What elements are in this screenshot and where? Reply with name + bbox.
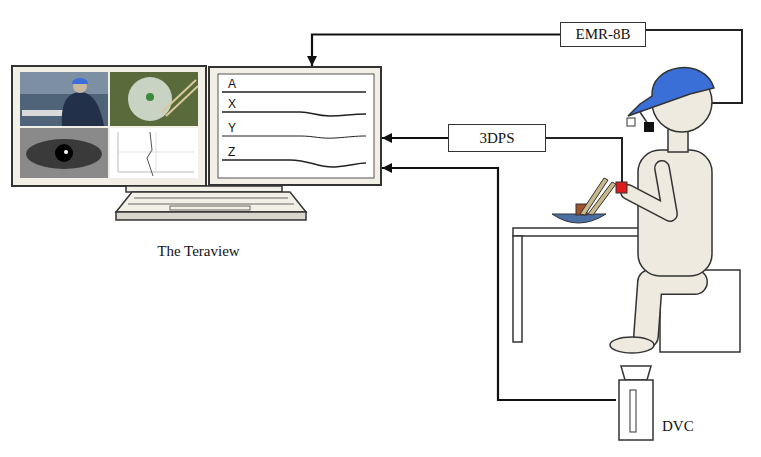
scene-chopstick <box>162 80 196 112</box>
keyboard-keys <box>128 204 294 205</box>
eye-panel <box>20 128 108 178</box>
person-cap <box>628 68 714 116</box>
signal-arrow <box>382 168 616 400</box>
keyboard-keys <box>134 198 288 199</box>
keyboard-edge <box>116 212 306 220</box>
camera-body <box>619 380 653 440</box>
chopstick <box>588 182 616 215</box>
video-wall <box>20 72 108 94</box>
signal-label: Y <box>228 121 236 135</box>
signal-label: Z <box>228 145 235 159</box>
eye-glint <box>64 150 68 154</box>
person-leg-outline <box>646 282 695 336</box>
person-arm-outline <box>628 168 670 214</box>
signal-arrow <box>382 137 448 139</box>
video-cap <box>72 78 88 84</box>
signal-trace <box>222 136 366 138</box>
signal-trace <box>222 91 366 93</box>
person-arm <box>628 168 670 214</box>
scene-plate <box>128 77 172 121</box>
scene-chopstick <box>166 86 198 116</box>
signal-label: X <box>228 97 236 111</box>
video-camera: DVC <box>616 364 656 442</box>
computer-terminal: The Teraview AXYZ <box>12 66 385 262</box>
signal-trace <box>222 160 366 167</box>
device-label: 3DPS <box>449 125 545 151</box>
device-label: EMR-8B <box>561 23 645 46</box>
tracker-camera <box>644 122 654 132</box>
keyboard-spacebar <box>170 206 250 210</box>
person-leg <box>646 282 695 336</box>
camera-label: DVC <box>662 417 694 435</box>
signal-trace <box>222 112 366 116</box>
signal-wire <box>546 138 622 183</box>
device-box: 3DPS <box>448 124 546 152</box>
position-sensor <box>616 182 627 193</box>
table-leg <box>513 236 522 342</box>
video-head <box>73 79 87 93</box>
monitor-stand <box>126 186 282 192</box>
video-panel <box>20 72 108 126</box>
camera-lens <box>621 366 651 380</box>
eye-shape <box>26 139 102 169</box>
monitor-display <box>218 74 374 178</box>
device-box: EMR-8B <box>560 22 646 47</box>
caption-label: The Teraview <box>12 242 385 260</box>
video-table <box>22 110 64 116</box>
camera-slot <box>630 390 636 432</box>
monitor-screen: AXYZ <box>208 66 382 186</box>
monitor-frame <box>208 66 382 186</box>
video-person <box>62 92 104 126</box>
scene-panel <box>110 72 198 126</box>
graph-panel <box>110 128 198 178</box>
person-foot <box>610 337 654 353</box>
graph-grid <box>156 132 157 172</box>
signal-arrow <box>312 35 560 67</box>
monitor-frame <box>12 66 206 186</box>
camera-shape <box>616 364 656 442</box>
signal-label: A <box>228 77 236 91</box>
tracker-mirror <box>627 118 635 126</box>
graph-curve <box>147 132 153 176</box>
eye-pupil <box>55 144 73 162</box>
keyboard <box>116 192 306 212</box>
scene-item <box>146 93 154 101</box>
